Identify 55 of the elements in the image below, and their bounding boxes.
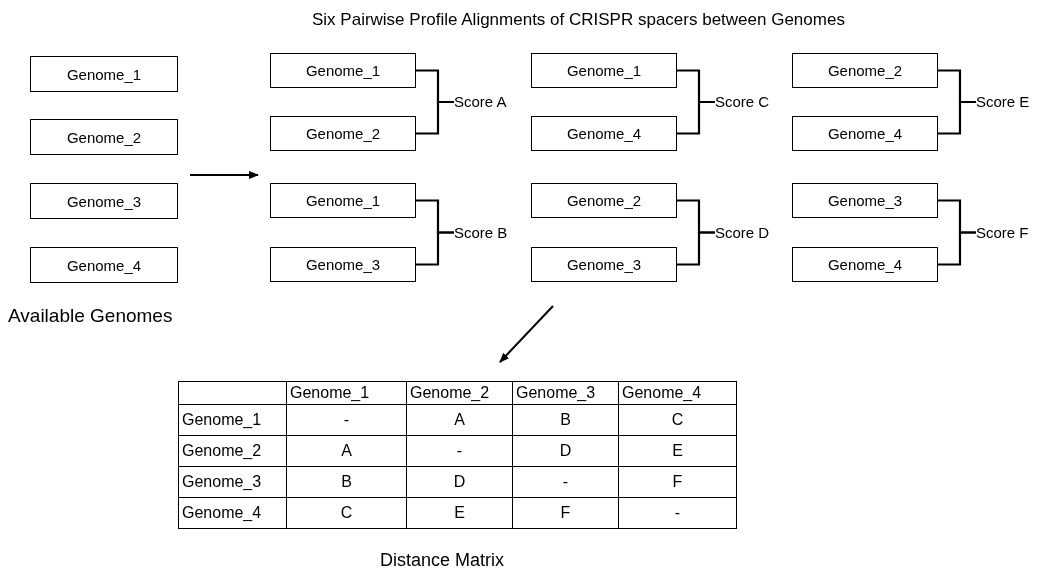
distance-value: F (512, 497, 619, 529)
genome-box: Genome_4 (30, 247, 178, 283)
row-header: Genome_3 (178, 466, 287, 498)
bracket-line (416, 231, 454, 266)
group-caption: Available Genomes (8, 305, 173, 327)
distance-value: - (618, 497, 737, 529)
score-label: Score E (976, 93, 1030, 111)
distance-value: D (406, 466, 513, 498)
genome-box: Genome_1 (270, 53, 416, 88)
distance-value: - (286, 404, 407, 436)
distance-value: E (406, 497, 513, 529)
bracket-line (938, 100, 976, 135)
genome-box: Genome_4 (792, 247, 938, 282)
distance-value: B (286, 466, 407, 498)
genome-box: Genome_1 (531, 53, 677, 88)
bracket-line (677, 231, 715, 266)
column-header: Genome_4 (618, 381, 737, 405)
genome-box: Genome_1 (270, 183, 416, 218)
score-label: Score C (715, 93, 770, 111)
diagram-title: Six Pairwise Profile Alignments of CRISPR spacers between Genomes (312, 10, 845, 30)
genome-box: Genome_3 (30, 183, 178, 219)
genome-box: Genome_2 (531, 183, 677, 218)
bracket-line (938, 231, 976, 266)
distance-value: E (618, 435, 737, 467)
distance-value: - (406, 435, 513, 467)
row-header: Genome_2 (178, 435, 287, 467)
genome-box: Genome_3 (792, 183, 938, 218)
distance-value: - (512, 466, 619, 498)
row-header: Genome_1 (178, 404, 287, 436)
distance-value: A (406, 404, 513, 436)
distance-value: D (512, 435, 619, 467)
bracket-line (677, 100, 715, 135)
genome-box: Genome_3 (531, 247, 677, 282)
distance-value: F (618, 466, 737, 498)
score-label: Score F (976, 223, 1029, 242)
distance-value: C (286, 497, 407, 529)
genome-box: Genome_1 (30, 56, 178, 92)
column-header: Genome_3 (512, 381, 619, 405)
genome-box: Genome_4 (531, 116, 677, 151)
row-header: Genome_4 (178, 497, 287, 529)
genome-box: Genome_2 (270, 116, 416, 151)
distance-value: A (286, 435, 407, 467)
genome-box: Genome_3 (270, 247, 416, 282)
score-label: Score D (715, 223, 770, 242)
distance-value: C (618, 404, 737, 436)
table-caption: Distance Matrix (380, 550, 505, 571)
score-label: Score B (454, 223, 508, 242)
genome-box: Genome_2 (30, 119, 178, 155)
column-header: Genome_1 (286, 381, 407, 405)
column-header: Genome_2 (406, 381, 513, 405)
score-label: Score A (454, 93, 507, 111)
genome-box: Genome_2 (792, 53, 938, 88)
bracket-line (416, 100, 454, 135)
genome-box: Genome_4 (792, 116, 938, 151)
distance-value: B (512, 404, 619, 436)
